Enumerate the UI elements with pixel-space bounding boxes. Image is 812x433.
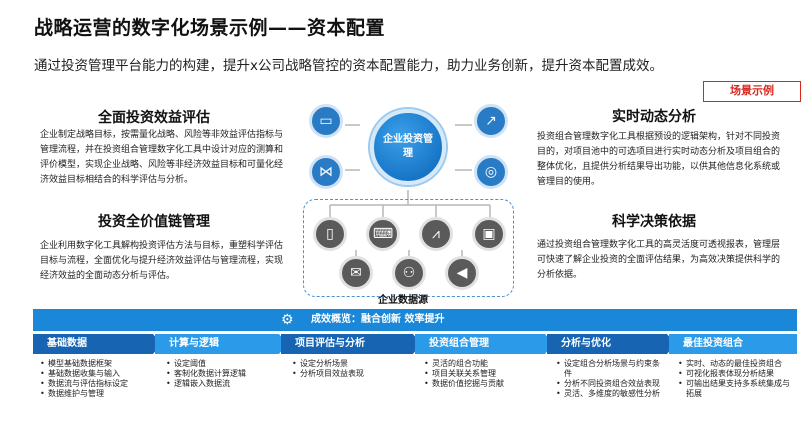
list-item: 分析不同投资组合效益表现	[556, 379, 662, 389]
text-investment-evaluation: 企业制定战略目标，按需量化战略、风险等非效益评估指标与管理流程，并在投资组合管理…	[40, 130, 284, 185]
mail-icon: ✉	[339, 256, 373, 290]
list-item: 客制化数据计算逻辑	[166, 369, 276, 379]
list-calc-logic: 设定阈值 客制化数据计算逻辑 逻辑嵌入数据流	[166, 359, 276, 389]
laptop-icon: ⌨	[366, 217, 400, 251]
results-overview-bar: ⚙ 成效概览：融合创新 效率提升	[33, 309, 797, 331]
line-chart-icon: ⩘	[419, 217, 453, 251]
list-item: 设定组合分析场景与约束条件	[556, 359, 662, 379]
text-realtime-analysis: 投资组合管理数字化工具根据预设的逻辑架构，针对不同投资目的，对项目池中的可选项目…	[537, 132, 781, 187]
step-project-evaluation: 项目评估与分析	[281, 334, 421, 354]
list-item: 基础数据收集与输入	[40, 369, 152, 379]
step-best-portfolio: 最佳投资组合	[669, 334, 797, 354]
list-item: 逻辑嵌入数据流	[166, 379, 276, 389]
text-value-chain: 企业利用数字化工具解构投资评估方法与目标，重塑科学评估目标与流程，全面优化与提升…	[40, 241, 284, 281]
share-icon: ⋈	[309, 155, 343, 189]
list-basic-data: 模型基础数据框架 基础数据收集与输入 数据流与评估指标设定 数据维护与管理	[40, 359, 152, 399]
list-item: 实时、动态的最佳投资组合	[678, 359, 790, 369]
list-portfolio-management: 灵活的组合功能 项目关联关系管理 数据价值挖掘与贡献	[424, 359, 542, 389]
list-item: 设定阈值	[166, 359, 276, 369]
page-subtitle: 通过投资管理平台能力的构建，提升x公司战略管控的资本配置能力，助力业务创新，提升…	[34, 58, 663, 74]
scenario-tag: 场景示例	[703, 81, 801, 102]
chart-up-icon: ↗	[474, 104, 508, 138]
megaphone-icon: ◀	[445, 256, 479, 290]
heading-value-chain: 投资全价值链管理	[98, 214, 210, 230]
list-item: 设定分析场景	[292, 359, 410, 369]
step-calc-logic: 计算与逻辑	[155, 334, 287, 354]
data-source-label: 企业数据源	[378, 295, 428, 306]
page-title: 战略运营的数字化场景示例——资本配置	[34, 17, 386, 39]
monitor-icon: ▭	[309, 104, 343, 138]
list-item: 灵活的组合功能	[424, 359, 542, 369]
list-analysis-optimization: 设定组合分析场景与约束条件 分析不同投资组合效益表现 灵活、多维度的敏感性分析	[556, 359, 662, 399]
list-item: 可视化报表体现分析结果	[678, 369, 790, 379]
target-icon: ◎	[474, 155, 508, 189]
list-item: 模型基础数据框架	[40, 359, 152, 369]
list-project-evaluation: 设定分析场景 分析项目效益表现	[292, 359, 410, 379]
people-icon: ⚇	[392, 256, 426, 290]
list-item: 分析项目效益表现	[292, 369, 410, 379]
list-item: 数据价值挖掘与贡献	[424, 379, 542, 389]
phone-icon: ▯	[313, 217, 347, 251]
list-item: 数据维护与管理	[40, 389, 152, 399]
heading-realtime-analysis: 实时动态分析	[612, 109, 696, 125]
list-item: 灵活、多维度的敏感性分析	[556, 389, 662, 399]
gear-icon: ⚙	[281, 312, 294, 328]
heading-investment-evaluation: 全面投资效益评估	[98, 110, 210, 126]
text-decision-basis: 通过投资组合管理数字化工具的高灵活度可透视报表，管理层可快速了解企业投资的全面评…	[537, 240, 781, 280]
list-item: 项目关联关系管理	[424, 369, 542, 379]
step-basic-data: 基础数据	[33, 334, 161, 354]
step-portfolio-management: 投资组合管理	[415, 334, 553, 354]
heading-decision-basis: 科学决策依据	[612, 214, 696, 230]
tablet-icon: ▣	[472, 217, 506, 251]
hub-investment-management: 企业投资管理	[370, 109, 446, 185]
step-analysis-optimization: 分析与优化	[547, 334, 675, 354]
list-item: 数据流与评估指标设定	[40, 379, 152, 389]
list-item: 可输出结果支持多系统集成与拓展	[678, 379, 790, 399]
list-best-portfolio: 实时、动态的最佳投资组合 可视化报表体现分析结果 可输出结果支持多系统集成与拓展	[678, 359, 790, 399]
data-source-box	[303, 199, 514, 297]
